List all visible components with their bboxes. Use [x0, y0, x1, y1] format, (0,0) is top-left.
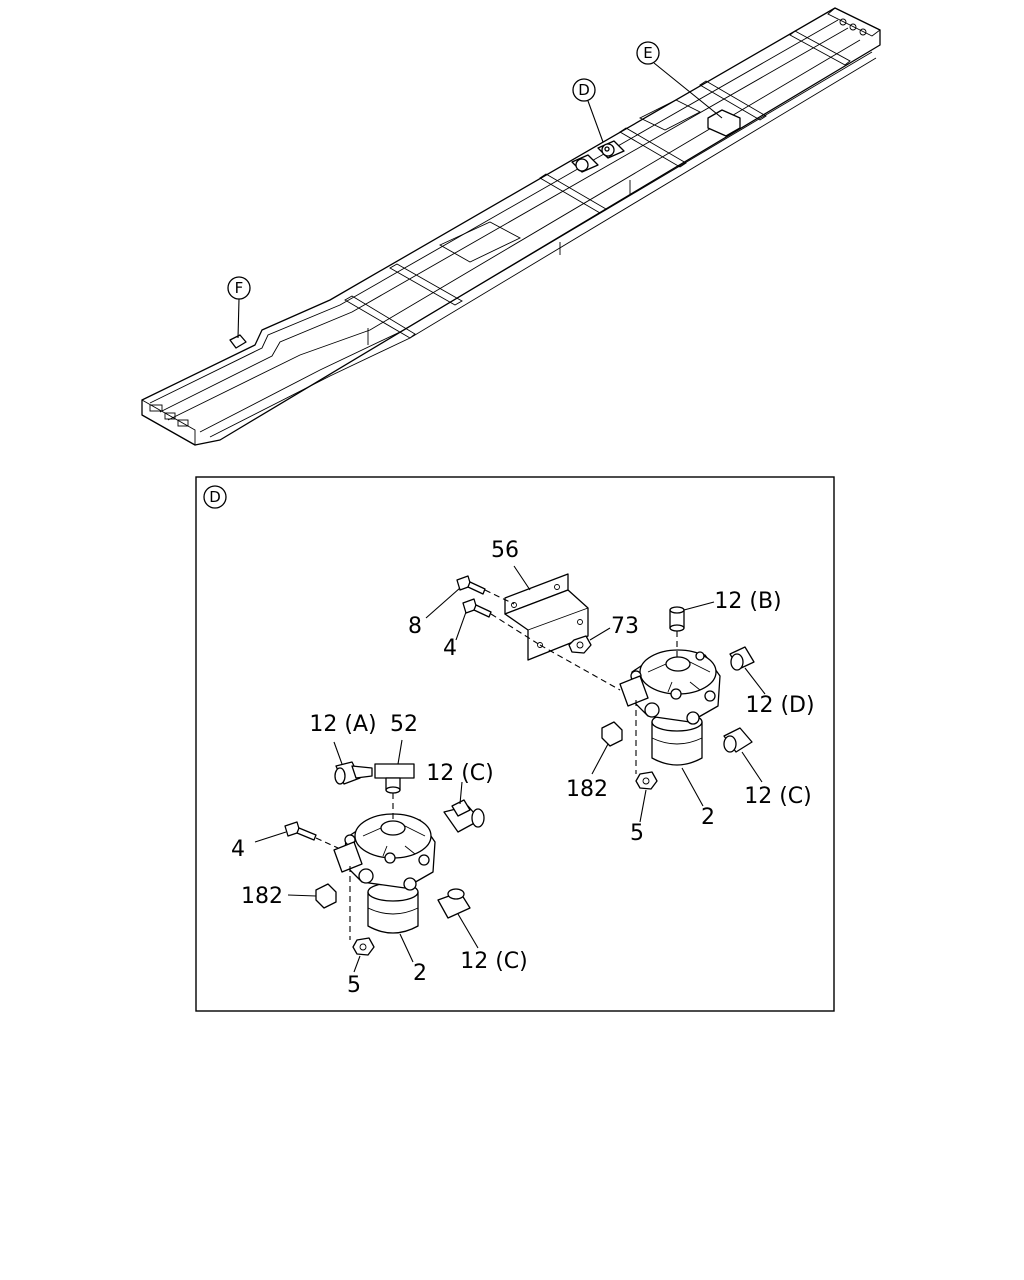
- callout-e: E: [636, 41, 723, 119]
- label-52: 52: [390, 712, 418, 737]
- valve-2-upper: [619, 649, 721, 766]
- label-56: 56: [491, 538, 519, 563]
- part-labels: 56 8 4 73 12 (B) 12 (D) 12 (C) 182 5 2 1…: [231, 538, 815, 998]
- label-12c-upper: 12 (C): [744, 784, 812, 809]
- tee-52: [374, 763, 415, 794]
- label-2-lower: 2: [413, 961, 427, 986]
- label-4-lower: 4: [231, 837, 245, 862]
- callout-f-letter: F: [235, 279, 244, 297]
- nut-5-lower: [352, 937, 375, 956]
- plug-182-upper: [601, 721, 623, 747]
- label-12c-mid: 12 (C): [426, 761, 494, 786]
- callout-e-letter: E: [643, 44, 652, 62]
- fitting-12c-lower: [437, 888, 471, 919]
- label-73: 73: [611, 614, 639, 639]
- label-4-upper: 4: [443, 636, 457, 661]
- chassis-frame: [141, 7, 881, 446]
- fitting-12b: [669, 606, 685, 632]
- detail-view-frame: [195, 476, 835, 1012]
- fitting-12c-mid: [443, 799, 485, 833]
- label-182-upper: 182: [566, 777, 608, 802]
- label-12c-lower: 12 (C): [460, 949, 528, 974]
- bolt-8: [456, 575, 486, 595]
- fitting-12c-upper: [723, 727, 753, 753]
- detail-view-badge: D: [203, 485, 227, 509]
- label-182-lower: 182: [241, 884, 283, 909]
- callout-d: D: [572, 78, 604, 143]
- frame-bracket-e: [707, 109, 741, 137]
- label-8: 8: [408, 614, 422, 639]
- label-5-upper: 5: [630, 821, 644, 846]
- fitting-12a: [334, 761, 373, 785]
- callout-f: F: [227, 276, 251, 339]
- nut-5-upper: [635, 771, 658, 790]
- bracket-56: [504, 573, 589, 661]
- label-12b: 12 (B): [714, 589, 781, 614]
- frame-valve-assembly: [571, 140, 625, 173]
- label-12a: 12 (A): [309, 712, 376, 737]
- leader-lines: [254, 565, 766, 973]
- label-2-upper: 2: [701, 805, 715, 830]
- bolt-4-upper: [462, 598, 492, 618]
- fitting-12d: [729, 646, 755, 671]
- bolt-4-lower: [284, 821, 317, 841]
- label-5-lower: 5: [347, 973, 361, 998]
- detail-view-letter: D: [209, 488, 221, 506]
- plug-182-lower: [315, 883, 337, 909]
- frame-fitting-f: [229, 334, 247, 349]
- valve-2-lower: [333, 813, 436, 934]
- label-12d: 12 (D): [745, 693, 814, 718]
- nut-73: [568, 635, 592, 654]
- callout-d-letter: D: [578, 81, 590, 99]
